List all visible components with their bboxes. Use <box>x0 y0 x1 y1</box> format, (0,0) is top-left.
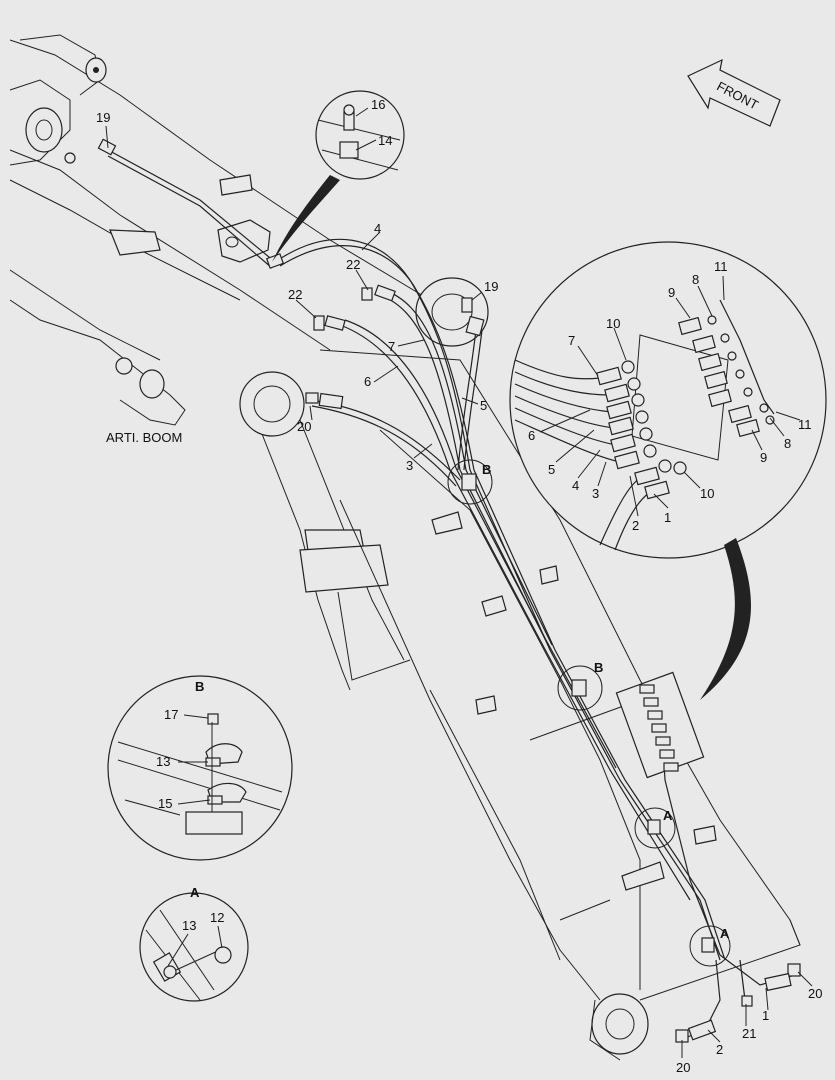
marker-b-1: B <box>482 462 491 477</box>
callout-12: 12 <box>210 910 224 925</box>
callout-20-right: 20 <box>808 986 822 1001</box>
callout-10-detail-bottom: 10 <box>700 486 714 501</box>
callout-6-main: 6 <box>364 374 371 389</box>
callout-5-detail: 5 <box>548 462 555 477</box>
callout-21: 21 <box>742 1026 756 1041</box>
callout-5-main: 5 <box>480 398 487 413</box>
callout-1-detail: 1 <box>664 510 671 525</box>
detail-b <box>107 675 293 861</box>
callout-7-main: 7 <box>388 339 395 354</box>
callout-4-detail: 4 <box>572 478 579 493</box>
callout-19-a: 19 <box>484 279 498 294</box>
lower-boom <box>319 349 801 1061</box>
detail-b-label: B <box>195 679 204 694</box>
arti-boom <box>9 34 471 426</box>
callout-15: 14 <box>378 133 392 148</box>
detail-a-label: A <box>190 885 200 900</box>
callout-22-a: 22 <box>346 257 360 272</box>
callout-9-detail-bottom: 9 <box>760 450 767 465</box>
callout-18: 19 <box>96 110 110 125</box>
callout-20-bottom: 20 <box>676 1060 690 1075</box>
fittings <box>97 138 801 1043</box>
callout-22-b: 22 <box>288 287 302 302</box>
callout-4-main: 4 <box>374 221 381 236</box>
detail-right-fittings <box>596 299 775 500</box>
front-arrow: FRONT <box>687 58 781 127</box>
callout-11-detail-bottom: 11 <box>798 417 812 432</box>
callout-9-detail-top: 9 <box>668 285 675 300</box>
callout-3-main: 3 <box>406 458 413 473</box>
marker-b-2: B <box>594 660 603 675</box>
callout-6-detail: 6 <box>528 428 535 443</box>
marker-a-1: A <box>663 808 673 823</box>
callout-1-main: 1 <box>762 1008 769 1023</box>
leader-lines <box>105 107 813 1058</box>
callout-17-top: 16 <box>371 97 385 112</box>
callout-7-detail: 7 <box>568 333 575 348</box>
callout-14: 13 <box>156 754 170 769</box>
callout-10-detail-top: 10 <box>606 316 620 331</box>
marker-a-2: A <box>720 926 730 941</box>
arti-boom-caption: ARTI. BOOM <box>106 430 182 445</box>
detail-a <box>139 892 249 1002</box>
callout-2-main: 2 <box>716 1042 723 1057</box>
callout-8-detail-top: 8 <box>692 272 699 287</box>
callout-8-detail-bottom: 8 <box>784 436 791 451</box>
hose-bundle <box>107 149 796 1041</box>
callout-17-b: 17 <box>164 707 178 722</box>
callout-16: 15 <box>158 796 172 811</box>
boom-cylinder <box>239 277 489 691</box>
clamp-markers <box>447 459 731 967</box>
callout-2-detail: 2 <box>632 518 639 533</box>
detail-right <box>509 241 827 700</box>
callout-3-detail: 3 <box>592 486 599 501</box>
callout-numbers: 19 16 14 4 22 22 19 7 6 20 3 5 7 10 9 8 … <box>96 97 822 1075</box>
callout-19-b: 20 <box>297 419 311 434</box>
manifold-block <box>615 671 705 779</box>
detail-top <box>272 90 405 262</box>
callout-13: 13 <box>182 918 196 933</box>
callout-11-detail-top: 11 <box>714 259 728 274</box>
